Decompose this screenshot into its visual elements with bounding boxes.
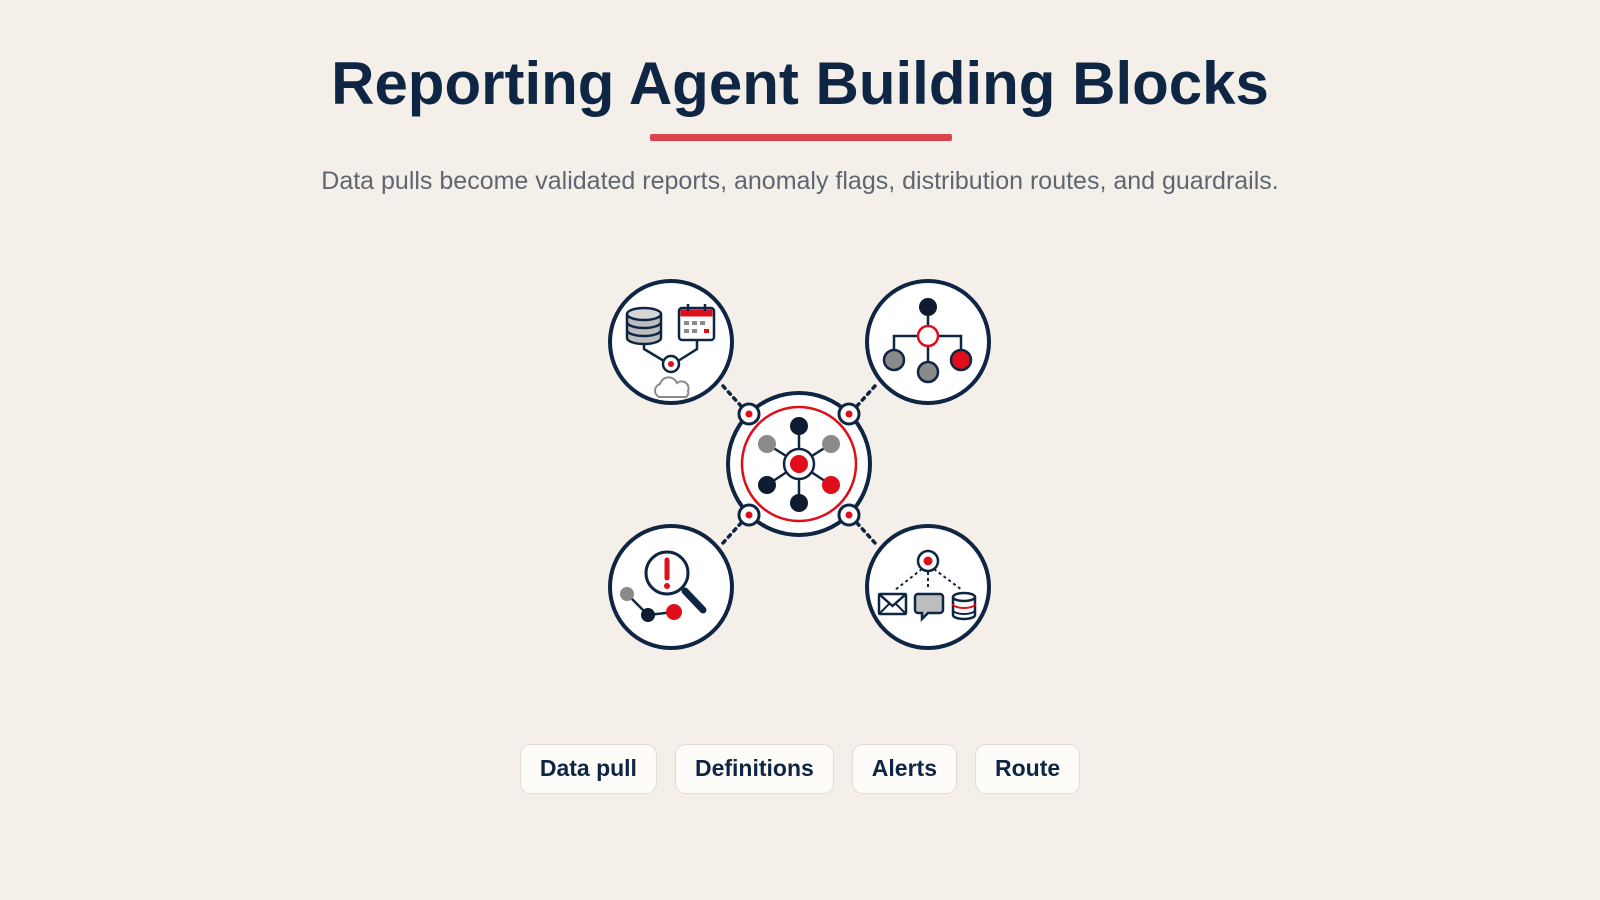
junction-dot — [737, 503, 761, 527]
hierarchy-icon — [865, 279, 991, 405]
page-subtitle: Data pulls become validated reports, ano… — [321, 167, 1279, 195]
junction-dot — [837, 402, 861, 426]
database-icon — [625, 306, 663, 346]
tag-route[interactable]: Route — [975, 744, 1081, 794]
chat-bubble-icon — [913, 592, 945, 623]
connector-bottom-left — [721, 521, 743, 545]
junction-dot — [837, 503, 861, 527]
tag-definitions[interactable]: Definitions — [674, 744, 834, 794]
connectors — [721, 384, 877, 545]
tag-row: Data pull Definitions Alerts Route — [0, 744, 1600, 794]
anomaly-search-icon — [608, 524, 734, 650]
connector-top-right — [855, 384, 877, 408]
cloud-icon — [654, 376, 690, 398]
tag-alerts[interactable]: Alerts — [851, 744, 957, 794]
calendar-icon — [677, 304, 716, 342]
connector-top-left — [721, 384, 743, 408]
mail-icon — [877, 592, 908, 616]
database-small-icon — [951, 591, 977, 621]
distribution-icon — [865, 524, 991, 650]
page-title: Reporting Agent Building Blocks — [331, 50, 1269, 117]
connector-bottom-right — [855, 521, 877, 545]
junction-dot — [737, 402, 761, 426]
junction-dots — [737, 402, 861, 527]
network-hub-icon — [726, 391, 872, 537]
title-underline — [650, 134, 952, 141]
tag-data-pull[interactable]: Data pull — [519, 744, 657, 794]
data-sources-icon — [608, 279, 734, 405]
